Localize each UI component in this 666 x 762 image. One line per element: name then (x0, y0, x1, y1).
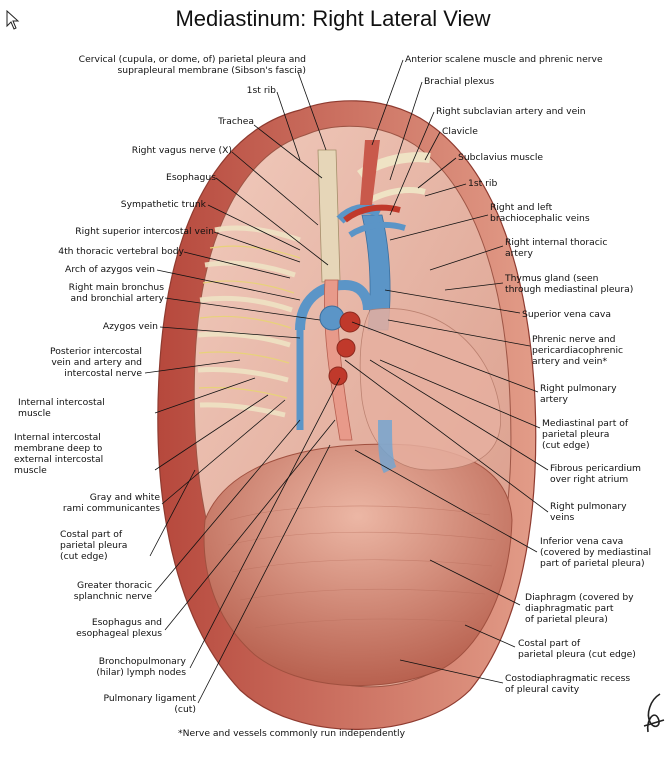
label-bronchopulmonary-lymph-nodes: Bronchopulmonary (hilar) lymph nodes (96, 656, 186, 678)
label-sympathetic-trunk: Sympathetic trunk (120, 199, 206, 210)
page-title: Mediastinum: Right Lateral View (175, 6, 491, 31)
label-4th-thoracic-vertebral-body: 4th thoracic vertebral body (58, 246, 184, 257)
label-costal-pleura-left: Costal part of parietal pleura (cut edge… (60, 529, 128, 562)
label-costal-pleura-right: Costal part of parietal pleura (cut edge… (518, 638, 636, 660)
label-1st-rib-right: 1st rib (468, 178, 498, 189)
pericardium (359, 308, 502, 471)
label-anterior-scalene: Anterior scalene muscle and phrenic nerv… (405, 54, 603, 65)
label-clavicle: Clavicle (442, 126, 478, 137)
label-greater-thoracic-splanchnic-nerve: Greater thoracic splanchnic nerve (73, 580, 152, 602)
label-superior-vena-cava: Superior vena cava (522, 309, 611, 320)
mouse-cursor-icon (6, 10, 20, 30)
label-trachea: Trachea (218, 116, 254, 127)
inferior-vena-cava (378, 419, 397, 474)
label-right-subclavian: Right subclavian artery and vein (436, 106, 586, 117)
label-right-pulmonary-artery: Right pulmonary artery (540, 383, 617, 405)
label-costodiaphragmatic-recess: Costodiaphragmatic recess of pleural cav… (505, 673, 631, 695)
label-internal-intercostal-membrane: Internal intercostal membrane deep to ex… (14, 432, 104, 476)
label-esophagus: Esophagus (166, 172, 216, 183)
label-right-internal-thoracic-artery: Right internal thoracic artery (505, 237, 608, 259)
label-posterior-intercostal: Posterior intercostal vein and artery an… (50, 346, 142, 379)
label-right-superior-intercostal-vein: Right superior intercostal vein (75, 226, 214, 237)
label-fibrous-pericardium: Fibrous pericardium over right atrium (550, 463, 641, 485)
label-inferior-vena-cava: Inferior vena cava (covered by mediastin… (540, 536, 652, 569)
label-right-pulmonary-veins: Right pulmonary veins (550, 501, 627, 523)
label-subclavius-muscle: Subclavius muscle (458, 152, 544, 163)
label-phrenic-nerve: Phrenic nerve and pericardiacophrenic ar… (532, 334, 624, 367)
label-pulmonary-ligament: Pulmonary ligament (cut) (103, 693, 196, 715)
label-brachial-plexus: Brachial plexus (424, 76, 495, 87)
diaphragm (203, 443, 513, 687)
label-internal-intercostal-muscle: Internal intercostal muscle (18, 397, 105, 419)
footnote: *Nerve and vessels commonly run independ… (178, 728, 406, 739)
artist-signature-icon (643, 693, 665, 733)
label-azygos-vein: Azygos vein (102, 321, 158, 332)
azygos-arch (295, 279, 373, 331)
label-right-main-bronchus: Right main bronchus and bronchial artery (68, 282, 164, 304)
label-thymus-gland: Thymus gland (seen through mediastinal p… (505, 273, 634, 295)
label-diaphragm: Diaphragm (covered by diaphragmatic part… (525, 592, 634, 625)
trachea (317, 149, 341, 283)
label-gray-white-rami: Gray and white rami communicantes (62, 492, 160, 514)
label-esophagus-and-plexus: Esophagus and esophageal plexus (76, 617, 162, 639)
label-1st-rib-left: 1st rib (246, 85, 276, 96)
label-right-vagus-nerve: Right vagus nerve (X) (131, 145, 232, 156)
label-cervical-pleura: Cervical (cupula, or dome, of) parietal … (78, 54, 306, 76)
label-mediastinal-pleura: Mediastinal part of parietal pleura (cut… (542, 418, 629, 451)
label-brachiocephalic-veins: Right and left brachiocephalic veins (490, 202, 590, 224)
label-arch-of-azygos-vein: Arch of azygos vein (65, 264, 155, 275)
